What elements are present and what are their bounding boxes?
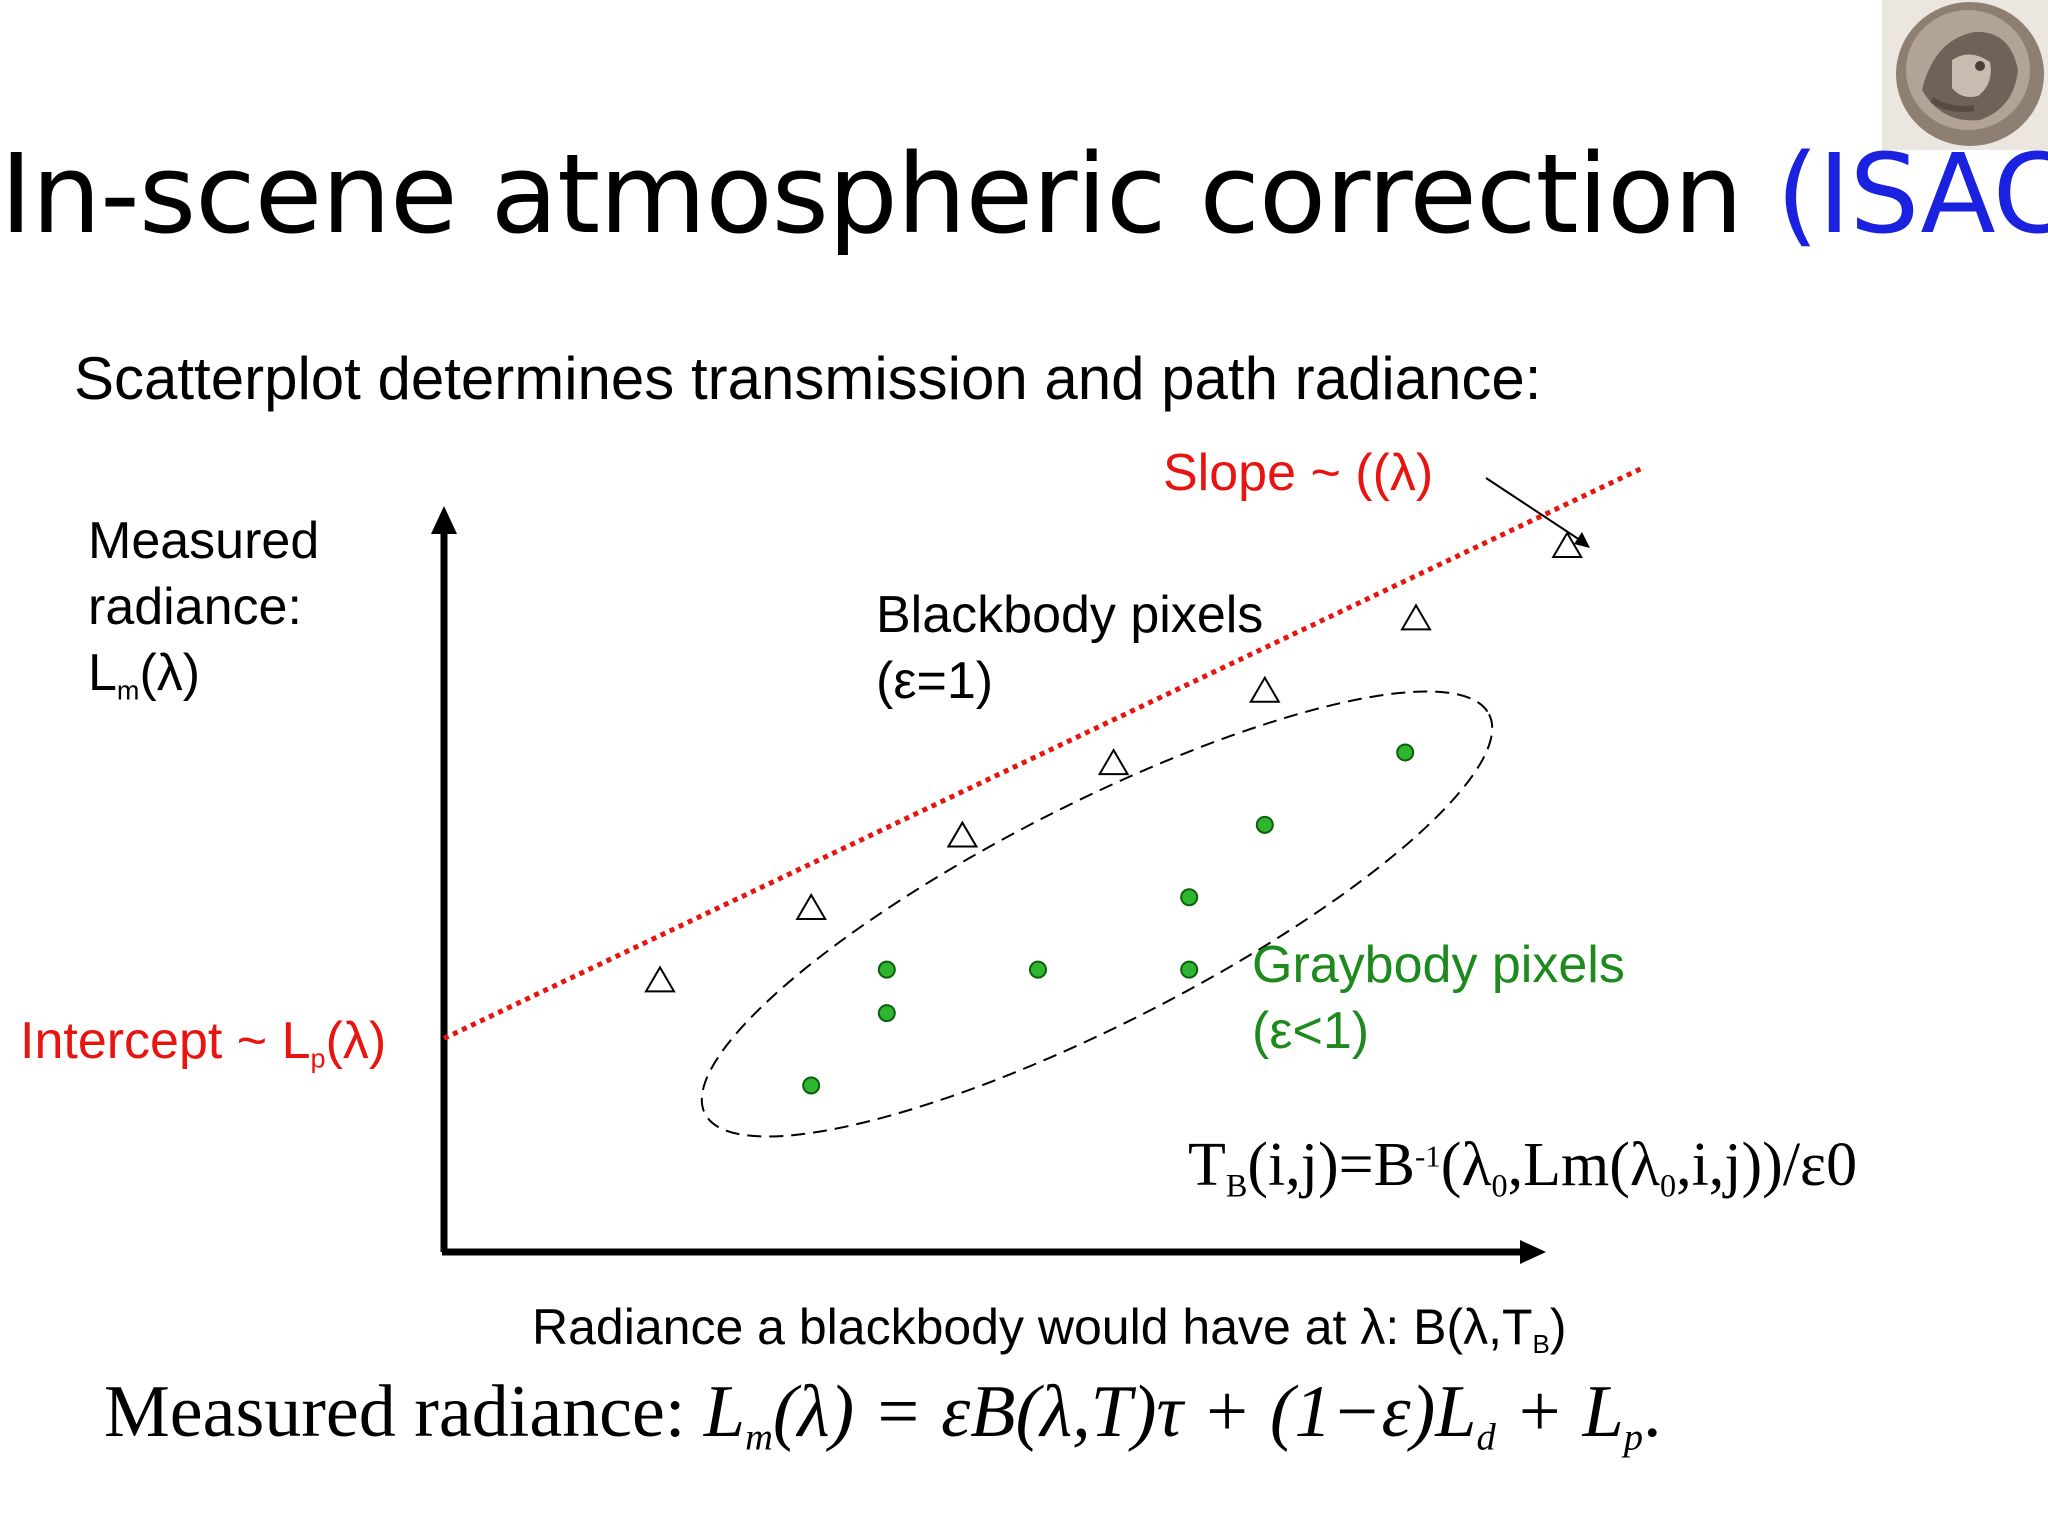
y-axis-label-line3: Lm(λ) bbox=[88, 644, 201, 706]
title-main: In-scene atmospheric correction bbox=[0, 130, 1777, 258]
graybody-label-line2: (ε<1) bbox=[1252, 1002, 1370, 1060]
slope-pointer-arrow bbox=[1485, 477, 1587, 545]
blackbody-annotation: Blackbody pixels (ε=1) bbox=[876, 582, 1263, 714]
intercept-annotation: Intercept ~ Lp(λ) bbox=[20, 1012, 387, 1074]
page-title: In-scene atmospheric correction (ISAC) bbox=[0, 130, 2048, 258]
graybody-point bbox=[877, 1004, 896, 1023]
blackbody-point bbox=[1249, 675, 1281, 703]
graybody-point bbox=[1255, 815, 1274, 834]
slope-annotation: Slope ~ ((λ) bbox=[1163, 444, 1434, 502]
graybody-point bbox=[1029, 960, 1047, 979]
blackbody-point bbox=[1097, 748, 1130, 776]
slope-pointer-arrowhead bbox=[1574, 532, 1590, 548]
blackbody-point bbox=[644, 965, 676, 993]
title-accent: (ISAC) bbox=[1776, 130, 2048, 258]
graybody-point bbox=[1180, 960, 1199, 979]
subtitle: Scatterplot determines transmission and … bbox=[74, 345, 1542, 412]
blackbody-label-line2: (ε=1) bbox=[876, 652, 994, 710]
x-axis-arrowhead bbox=[1520, 1240, 1546, 1264]
y-axis-arrowhead bbox=[431, 506, 457, 534]
blackbody-point bbox=[946, 820, 979, 848]
y-axis-label-line2: radiance: bbox=[88, 578, 302, 636]
blackbody-point bbox=[1400, 603, 1432, 631]
blackbody-point bbox=[1551, 530, 1583, 558]
graybody-label-line1: Graybody pixels bbox=[1252, 936, 1625, 994]
brightness-temperature-formula: TB(i,j)=B-1(λ0,Lm(λ0,i,j))/ε0 bbox=[1188, 1131, 1858, 1204]
graybody-cluster-ellipse bbox=[700, 690, 1494, 1138]
y-axis-label: Measured radiance: Lm(λ) bbox=[88, 508, 319, 706]
blackbody-point bbox=[795, 892, 827, 920]
regression-line bbox=[442, 465, 1644, 1041]
graybody-point bbox=[1180, 888, 1199, 907]
coin-logo-image bbox=[1882, 0, 2048, 150]
blackbody-label-line1: Blackbody pixels bbox=[876, 586, 1264, 644]
graybody-point bbox=[802, 1076, 821, 1095]
measured-radiance-equation: Measured radiance: Lm(λ) = εB(λ,T)τ + (1… bbox=[104, 1371, 1662, 1459]
graybody-point bbox=[877, 960, 896, 979]
graybody-point bbox=[1396, 743, 1415, 762]
x-axis-label: Radiance a blackbody would have at λ: B(… bbox=[532, 1299, 1567, 1360]
y-axis-label-line1: Measured bbox=[88, 512, 320, 570]
graybody-annotation: Graybody pixels (ε<1) bbox=[1252, 932, 1625, 1064]
